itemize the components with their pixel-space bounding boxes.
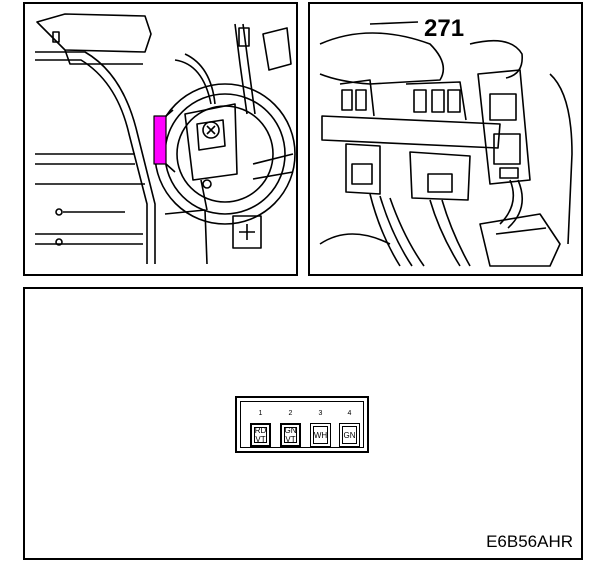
- connector-closeup-illustration: 271: [308, 2, 583, 276]
- pin-number: 4: [347, 410, 352, 417]
- connector-pinout-panel: 1 RD VT 2 GN VT 3 WH 4 GN E6B56AHR: [23, 287, 583, 560]
- pin-number: 3: [318, 410, 323, 417]
- connector-closeup-drawing: [319, 21, 573, 267]
- pin-number: 1: [258, 410, 263, 417]
- pin-wire-color: GN: [343, 430, 356, 440]
- highlighted-connector: [153, 115, 167, 165]
- pin-3: WH: [310, 423, 331, 447]
- pin-4: GN: [339, 423, 360, 447]
- pin-wire-color: GN: [284, 426, 297, 435]
- pin-wire-color: VT: [255, 435, 266, 444]
- connector-frame: [240, 401, 364, 448]
- engine-bay-illustration: [23, 2, 298, 276]
- diagram-id: E6B56AHR: [486, 532, 573, 551]
- pin-2: GN VT: [280, 423, 301, 447]
- pin-1: RD VT: [250, 423, 271, 447]
- pin-wire-color: RD: [254, 426, 267, 435]
- pin-wire-color: WH: [313, 430, 328, 440]
- pin-wire-color: VT: [285, 435, 296, 444]
- connector-face: 1 RD VT 2 GN VT 3 WH 4 GN: [235, 396, 369, 453]
- callout-label: 271: [424, 15, 465, 42]
- engine-bay-drawing: [35, 13, 296, 265]
- pin-number: 2: [288, 410, 293, 417]
